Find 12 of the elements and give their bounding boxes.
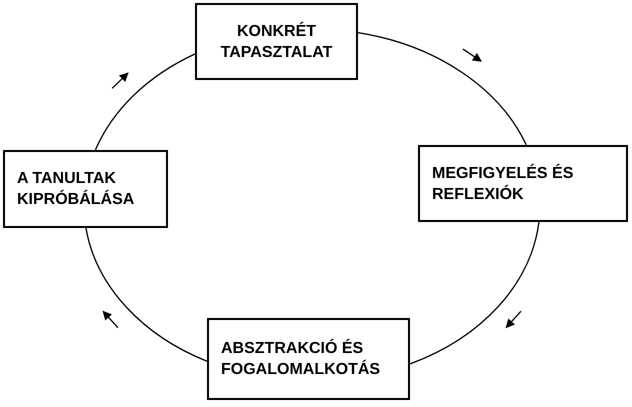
cycle-arc <box>94 53 196 150</box>
box-label: ABSZTRAKCIÓ ÉS FOGALOMALKOTÁS <box>221 338 382 380</box>
box-label: A TANULTAK KIPRÓBÁLÁSA <box>17 169 136 210</box>
process-box <box>207 318 410 400</box>
process-box <box>195 3 358 80</box>
box-label: MEGFIGYELÉS ÉS REFLEXIÓK <box>432 162 574 204</box>
process-box <box>3 150 168 228</box>
cycle-arc <box>410 222 540 364</box>
process-box <box>418 145 628 222</box>
cycle-arc <box>85 228 208 362</box>
cycle-arc <box>358 32 527 146</box>
box-label: KONKRÉT TAPASZTALAT <box>220 20 334 62</box>
